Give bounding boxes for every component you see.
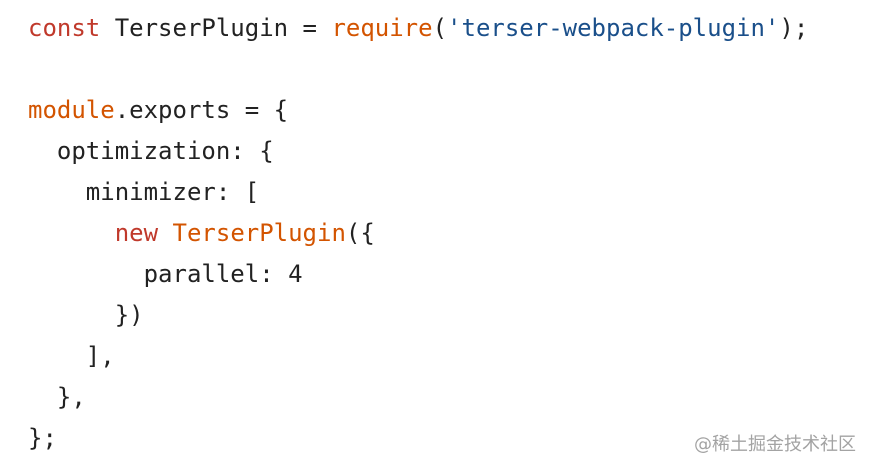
watermark: @稀土掘金技术社区 (694, 434, 856, 455)
code-line-5: minimizer: [ (28, 178, 260, 206)
identifier-terser-plugin: TerserPlugin = (100, 14, 332, 42)
code-line-8: }) (28, 301, 144, 329)
string-module-name: 'terser-webpack-plugin' (447, 14, 780, 42)
code-line-11: }; (28, 424, 57, 452)
object-open: ({ (345, 219, 375, 247)
exports-assignment: .exports = { (114, 96, 289, 124)
keyword-new: new (114, 219, 159, 247)
constructor-terser-plugin: TerserPlugin (172, 219, 346, 247)
code-line-4: optimization: { (28, 137, 274, 165)
code-line-1: const TerserPlugin = require('terser-web… (28, 8, 808, 48)
code-line-6: new TerserPlugin({ (28, 213, 375, 253)
close-paren: ); (779, 14, 809, 42)
code-line-10: }, (28, 383, 86, 411)
code-line-7: parallel: 4 (28, 260, 303, 288)
indent (28, 219, 115, 247)
code-line-3: module.exports = { (28, 90, 288, 130)
open-paren: ( (432, 14, 448, 42)
space (158, 219, 172, 247)
module-keyword: module (28, 96, 115, 124)
code-line-9: ], (28, 342, 115, 370)
function-require: require (331, 14, 433, 42)
keyword-const: const (28, 14, 101, 42)
